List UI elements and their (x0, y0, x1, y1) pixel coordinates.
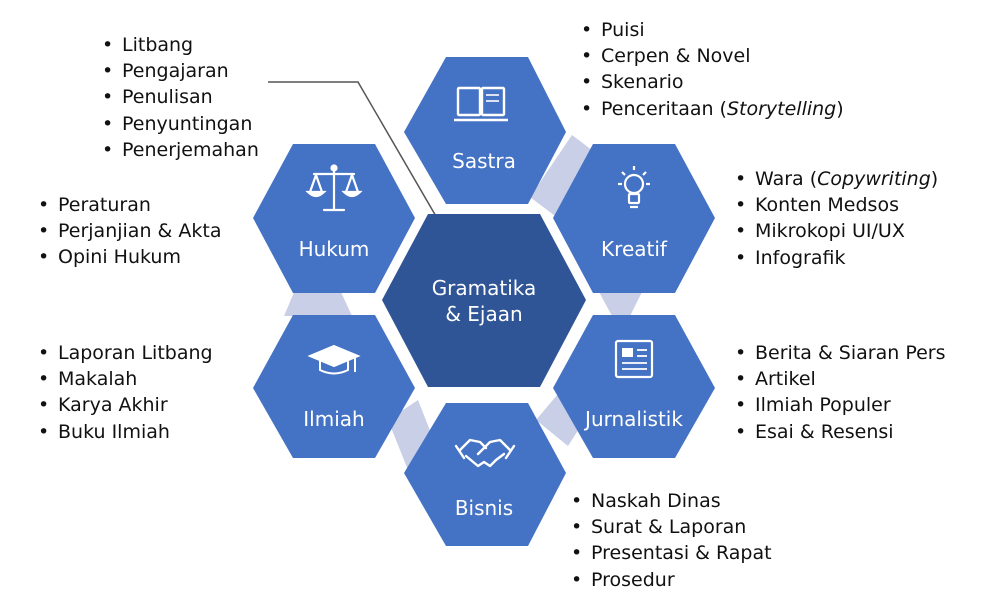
list-item: Surat & Laporan (571, 514, 772, 540)
list-item: Makalah (38, 366, 213, 392)
hex-jurnalistik-shape (553, 315, 715, 458)
list-item: Litbang (102, 32, 259, 58)
list-bisnis: Naskah Dinas Surat & Laporan Presentasi … (571, 488, 772, 593)
list-item-text: Skenario (601, 71, 684, 94)
center-title-line2: & Ejaan (445, 302, 522, 326)
list-ilmiah: Laporan Litbang Makalah Karya Akhir Buku… (38, 340, 213, 445)
hex-center-shape (382, 214, 586, 387)
hex-hukum: Hukum (253, 144, 415, 293)
list-item-text: Konten Medsos (755, 194, 899, 217)
hex-ilmiah-shape (253, 315, 415, 458)
book-icon (454, 86, 508, 122)
lightbulb-icon (618, 166, 650, 209)
hex-sastra-shape (404, 57, 566, 204)
hex-label-hukum: Hukum (299, 237, 370, 261)
list-item: Buku Ilmiah (38, 419, 213, 445)
list-item: Naskah Dinas (571, 488, 772, 514)
list-center: Litbang Pengajaran Penulisan Penyuntinga… (102, 32, 259, 163)
hex-jurnalistik: Jurnalistik (553, 315, 715, 458)
list-item: Konten Medsos (735, 192, 938, 218)
list-item: Penulisan (102, 84, 259, 110)
list-item-text: Puisi (601, 19, 645, 41)
newspaper-icon (614, 339, 654, 379)
hex-label-kreatif: Kreatif (601, 237, 668, 261)
list-item: Artikel (735, 366, 946, 392)
list-sastra: Puisi Cerpen & Novel Skenario Penceritaa… (581, 17, 844, 122)
list-item-text: Infografik (755, 246, 846, 269)
list-item: Karya Akhir (38, 392, 213, 418)
list-item: Penyuntingan (102, 111, 259, 137)
list-item-text: Mikrokopi UI/UX (755, 220, 905, 243)
hex-ilmiah: Ilmiah (253, 315, 415, 458)
list-item: Pengajaran (102, 58, 259, 84)
list-item: Skenario (581, 69, 844, 95)
hex-bisnis-shape (404, 403, 566, 546)
list-item: Cerpen & Novel (581, 43, 844, 69)
hex-label-ilmiah: Ilmiah (303, 407, 364, 431)
hex-center: Gramatika & Ejaan (382, 214, 586, 387)
list-item-suffix: ) (930, 168, 939, 190)
list-item: Perjanjian & Akta (38, 218, 221, 244)
hex-sastra: Sastra (404, 57, 566, 204)
graduation-cap-icon (307, 344, 361, 375)
list-item: Ilmiah Populer (735, 392, 946, 418)
handshake-icon (454, 438, 516, 468)
list-item-text: Cerpen & Novel (601, 45, 751, 68)
list-item-text: Penceritaan ( (601, 97, 727, 120)
list-item: Mikrokopi UI/UX (735, 218, 938, 244)
list-item: Berita & Siaran Pers (735, 340, 946, 366)
hex-kreatif: Kreatif (553, 144, 715, 293)
list-item-emphasis: Copywriting (817, 168, 931, 190)
list-item: Esai & Resensi (735, 419, 946, 445)
list-item: Penerjemahan (102, 137, 259, 163)
list-item-emphasis: Storytelling (726, 97, 837, 120)
scales-icon (305, 164, 363, 212)
center-title-line1: Gramatika (432, 276, 537, 300)
list-item: Opini Hukum (38, 244, 221, 270)
hex-label-bisnis: Bisnis (455, 496, 513, 520)
hex-label-jurnalistik: Jurnalistik (583, 407, 683, 431)
hex-kreatif-shape (553, 144, 715, 293)
list-item: Presentasi & Rapat (571, 540, 772, 566)
list-item: Prosedur (571, 567, 772, 593)
list-item: Puisi (581, 17, 844, 43)
list-item-suffix: ) (836, 97, 844, 120)
list-item: Penceritaan (Storytelling) (581, 96, 844, 122)
connector-ilmiah-hukum (284, 290, 352, 316)
list-item: Laporan Litbang (38, 340, 213, 366)
list-item: Infografik (735, 245, 938, 271)
list-item: Wara (Copywriting) (735, 166, 938, 192)
hex-label-sastra: Sastra (452, 149, 516, 173)
hex-hukum-shape (253, 144, 415, 293)
hex-bisnis: Bisnis (404, 403, 566, 546)
connector-kreatif-jurnalistik (598, 290, 643, 316)
list-jurnalistik: Berita & Siaran Pers Artikel Ilmiah Popu… (735, 340, 946, 445)
list-item: Peraturan (38, 192, 221, 218)
list-hukum: Peraturan Perjanjian & Akta Opini Hukum (38, 192, 221, 271)
leader-line (268, 81, 438, 219)
list-item-text: Wara ( (755, 168, 818, 190)
list-kreatif: Wara (Copywriting) Konten Medsos Mikroko… (735, 166, 938, 271)
